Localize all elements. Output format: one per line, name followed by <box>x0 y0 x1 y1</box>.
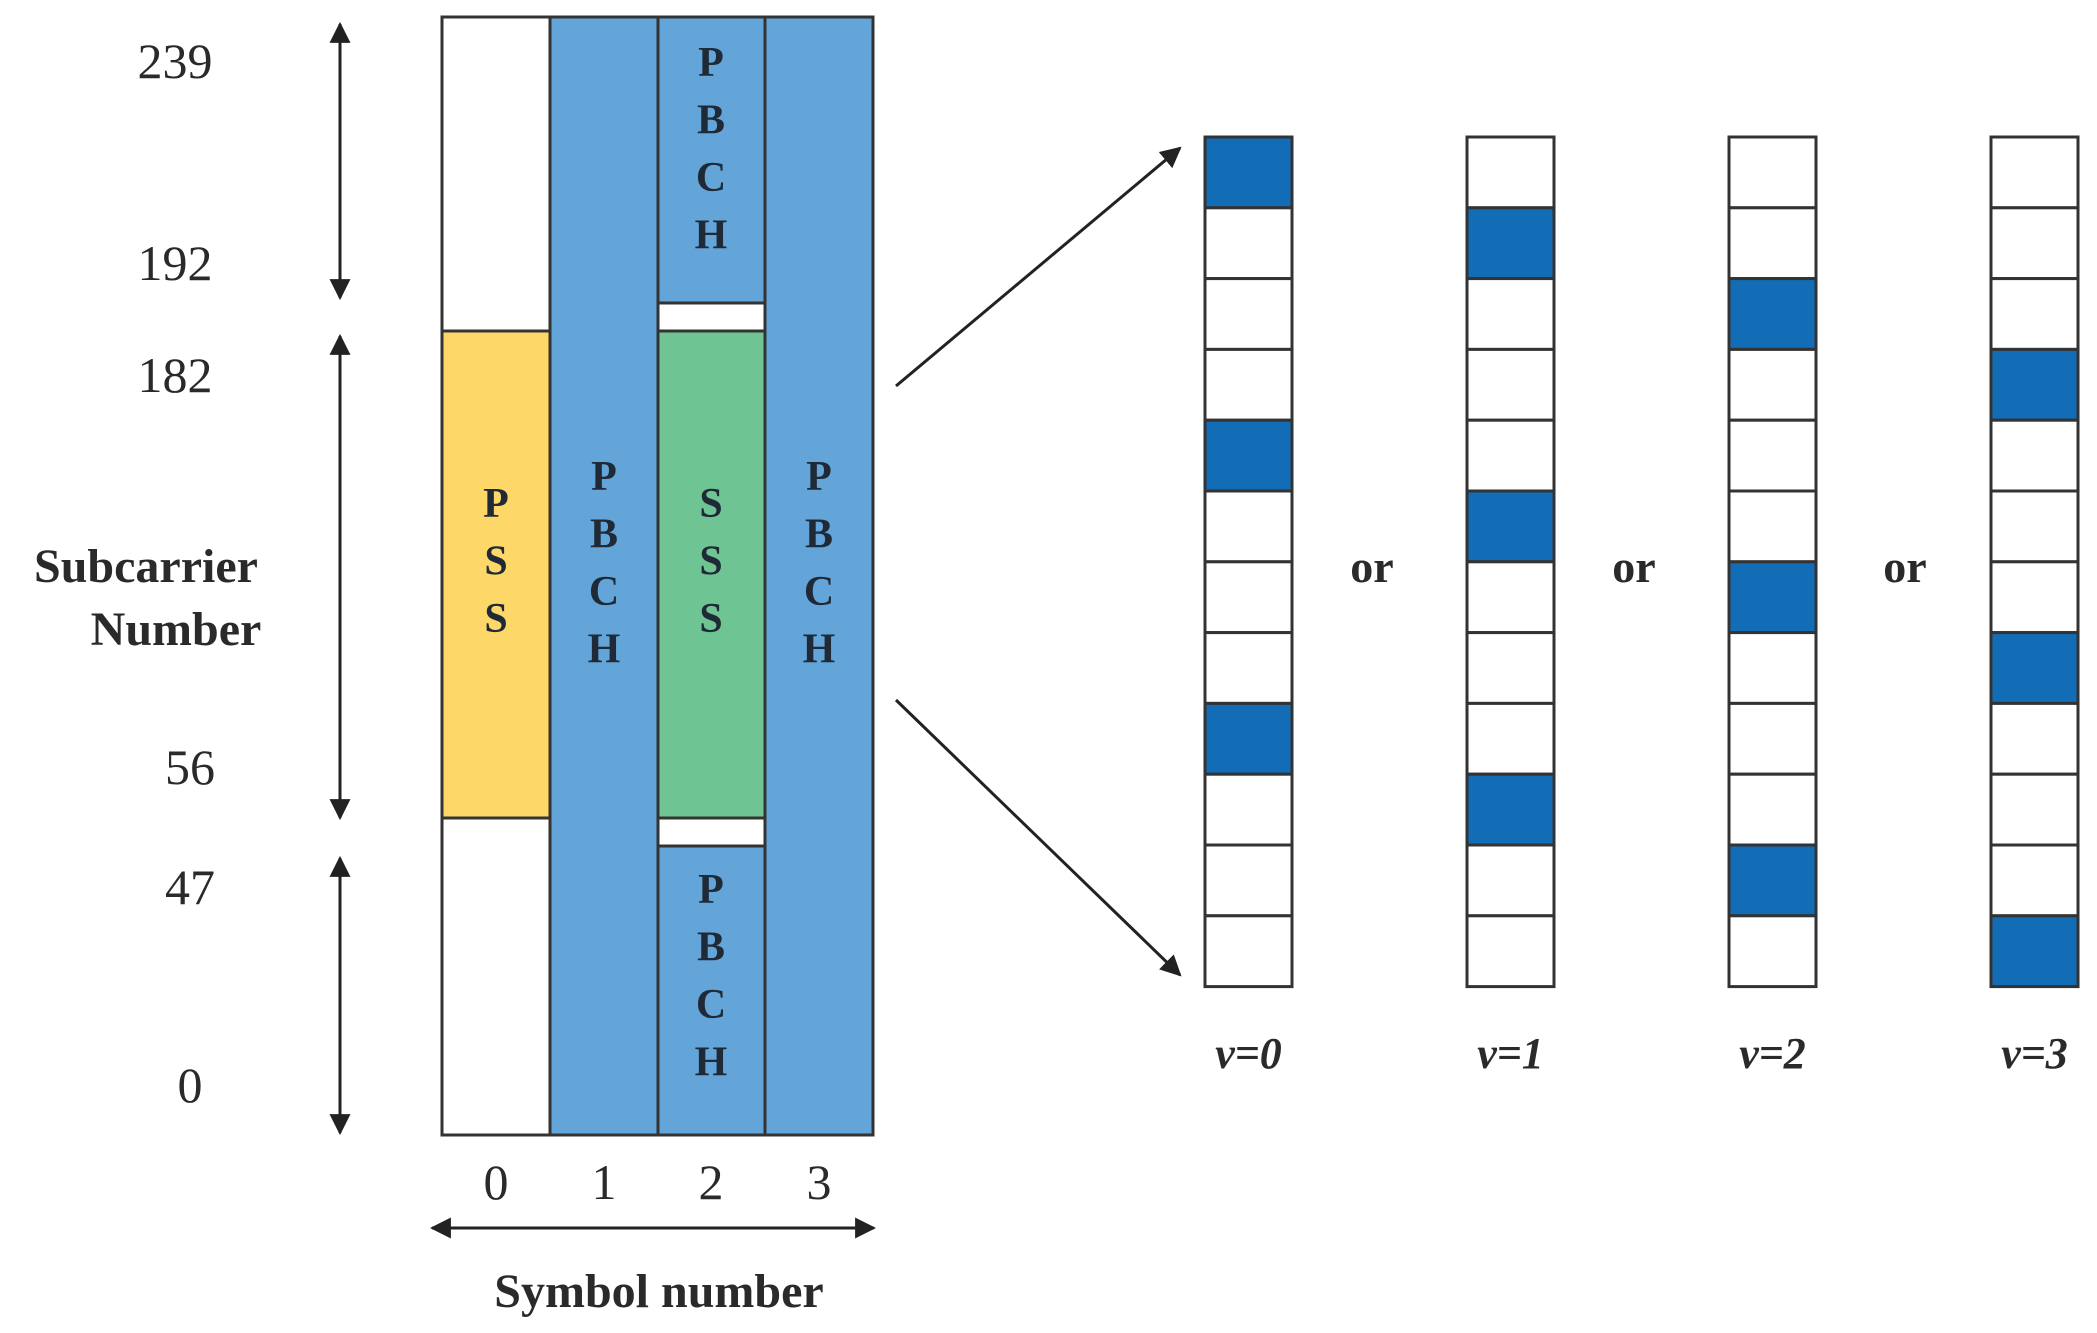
empty-region-top <box>440 15 552 333</box>
subcarrier-ticks: 239 192 182 56 47 0 <box>138 33 216 1113</box>
dmrs-cell <box>1465 560 1556 635</box>
or-separator-3: or <box>1883 541 1926 592</box>
dmrs-column-v1: v=1 <box>1465 135 1556 1078</box>
tick-56: 56 <box>165 739 215 795</box>
dmrs-cell <box>1989 135 2080 210</box>
dmrs-cell <box>1465 701 1556 776</box>
dmrs-cell <box>1727 277 1818 351</box>
dmrs-cell <box>1989 772 2080 847</box>
guard-band-lower <box>656 816 767 848</box>
symbol-tick-0: 0 <box>484 1154 509 1210</box>
dmrs-cell <box>1203 489 1294 564</box>
y-axis-label: Subcarrier Number <box>34 540 261 656</box>
dmrs-column-label: v=0 <box>1215 1029 1282 1078</box>
symbol-tick-3: 3 <box>807 1154 832 1210</box>
tick-47: 47 <box>165 859 215 915</box>
zoom-arrows <box>894 146 1182 977</box>
tick-182: 182 <box>138 347 213 403</box>
dmrs-cell <box>1989 489 2080 564</box>
dmrs-cell <box>1989 914 2080 989</box>
dmrs-cell <box>1465 631 1556 705</box>
dmrs-cell <box>1989 701 2080 776</box>
dmrs-cell <box>1989 277 2080 351</box>
pbch-block-symbol1 <box>548 15 660 1137</box>
dmrs-cell <box>1989 631 2080 705</box>
dmrs-cell <box>1203 347 1294 422</box>
guard-band-upper <box>656 301 767 333</box>
dmrs-column-label: v=1 <box>1477 1029 1544 1078</box>
dmrs-cell <box>1727 772 1818 847</box>
y-axis-label-line2: Number <box>91 603 262 656</box>
dmrs-cell <box>1465 489 1556 564</box>
dmrs-cell <box>1203 560 1294 635</box>
tick-0: 0 <box>178 1057 203 1113</box>
dmrs-cell <box>1203 843 1294 918</box>
dmrs-cell <box>1727 914 1818 989</box>
dmrs-cell <box>1465 277 1556 351</box>
or-separator-1: or <box>1350 541 1393 592</box>
pbch-block-symbol2-top <box>656 15 767 305</box>
dmrs-cell <box>1465 347 1556 422</box>
dmrs-cell <box>1727 560 1818 635</box>
dmrs-cell <box>1203 206 1294 281</box>
dmrs-cell <box>1465 418 1556 493</box>
dmrs-column-label: v=2 <box>1739 1029 1806 1078</box>
dmrs-cell <box>1203 135 1294 210</box>
dmrs-cell <box>1203 914 1294 989</box>
dmrs-cell <box>1727 135 1818 210</box>
dmrs-cell <box>1727 347 1818 422</box>
x-axis-label: Symbol number <box>494 1265 823 1318</box>
dmrs-cell <box>1989 843 2080 918</box>
dmrs-cell <box>1465 206 1556 281</box>
pbch-block-symbol3 <box>763 15 875 1137</box>
dmrs-column-v3: v=3 <box>1989 135 2080 1078</box>
empty-region-bottom <box>440 816 552 1137</box>
dmrs-cell <box>1465 772 1556 847</box>
dmrs-cell <box>1727 631 1818 705</box>
dmrs-cell <box>1203 631 1294 705</box>
pbch-block-symbol2-bottom <box>656 844 767 1137</box>
dmrs-cell <box>1727 206 1818 281</box>
dmrs-cell <box>1203 418 1294 493</box>
dmrs-column-v0: v=0 <box>1203 135 1294 1078</box>
symbol-ticks: 0 1 2 3 <box>484 1154 832 1210</box>
y-axis-label-line1: Subcarrier <box>34 540 258 593</box>
ssb-grid <box>440 15 875 1137</box>
or-separator-2: or <box>1612 541 1655 592</box>
dmrs-cell <box>1465 843 1556 918</box>
dmrs-cell <box>1465 135 1556 210</box>
tick-239: 239 <box>138 33 213 89</box>
dmrs-cell <box>1727 489 1818 564</box>
zoom-arrow-upper <box>895 146 1182 388</box>
dmrs-cell <box>1727 843 1818 918</box>
dmrs-cell <box>1727 701 1818 776</box>
dmrs-cell <box>1465 914 1556 989</box>
dmrs-column-label: v=3 <box>2001 1029 2068 1078</box>
dmrs-cell <box>1727 418 1818 493</box>
dmrs-cell <box>1989 560 2080 635</box>
symbol-tick-1: 1 <box>592 1154 617 1210</box>
dmrs-patterns: v=0 v=1 v=2 v=3 or or or <box>1203 135 2080 1078</box>
dmrs-cell <box>1203 772 1294 847</box>
dmrs-cell <box>1203 277 1294 351</box>
zoom-arrow-lower <box>894 698 1182 977</box>
dmrs-cell <box>1989 347 2080 422</box>
dmrs-cell <box>1989 418 2080 493</box>
symbol-tick-2: 2 <box>699 1154 724 1210</box>
dmrs-column-v2: v=2 <box>1727 135 1818 1078</box>
dmrs-cell <box>1203 701 1294 776</box>
dmrs-cell <box>1989 206 2080 281</box>
tick-192: 192 <box>138 235 213 291</box>
